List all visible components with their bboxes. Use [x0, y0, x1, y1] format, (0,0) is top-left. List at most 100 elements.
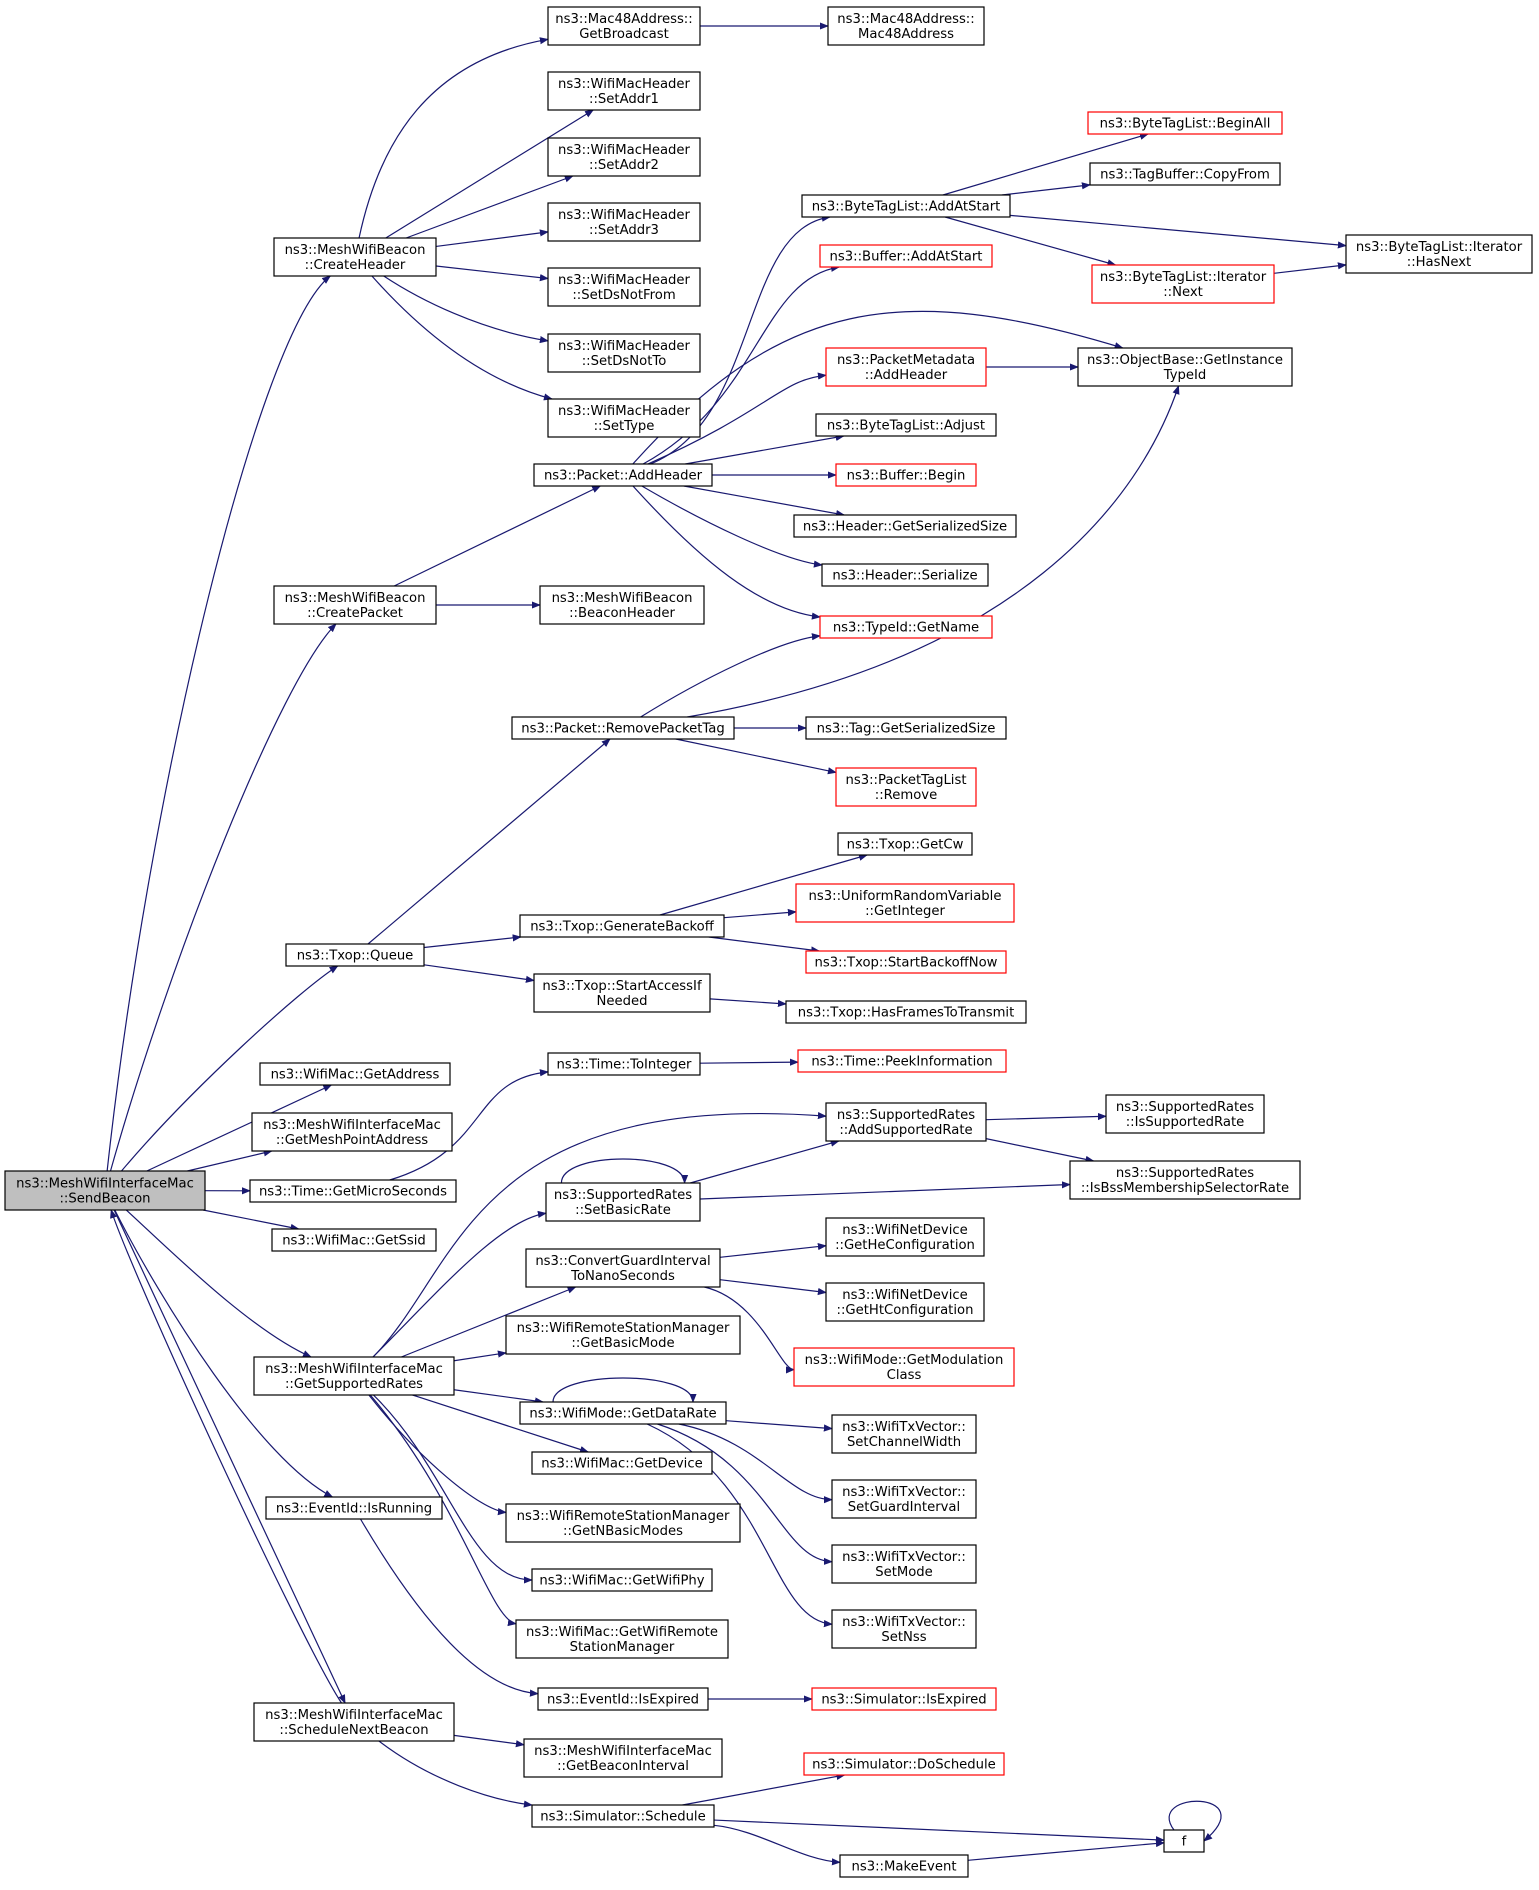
- node-txopGetCw[interactable]: ns3::Txop::GetCw: [837, 832, 973, 856]
- node-box: [505, 1503, 741, 1543]
- edges-layer: [106, 22, 1347, 1866]
- node-label: ns3::Txop::HasFramesToTransmit: [798, 1006, 1015, 1021]
- node-isBssMembershipSelectorRate[interactable]: ns3::SupportedRates::IsBssMembershipSele…: [1069, 1160, 1301, 1200]
- node-generateBackoff[interactable]: ns3::Txop::GenerateBackoff: [519, 914, 725, 938]
- node-setAddr2[interactable]: ns3::WifiMacHeader::SetAddr2: [547, 137, 701, 177]
- node-box: [1105, 1094, 1265, 1134]
- edge-byteTagListAddAtStart-to-byteTagListBeginAll: [942, 132, 1149, 196]
- node-box: [1089, 162, 1281, 186]
- node-headerSerialize[interactable]: ns3::Header::Serialize: [821, 563, 989, 587]
- node-box: [839, 1854, 969, 1878]
- node-getBeaconInterval[interactable]: ns3::MeshWifiInterfaceMac::GetBeaconInte…: [523, 1738, 723, 1778]
- node-byteTagListAddAtStart[interactable]: ns3::ByteTagList::AddAtStart: [801, 194, 1011, 218]
- node-getBroadcast[interactable]: ns3::Mac48Address::GetBroadcast: [547, 6, 701, 46]
- node-setGuardInterval[interactable]: ns3::WifiTxVector::SetGuardInterval: [831, 1479, 977, 1519]
- node-label: ns3::SupportedRates: [554, 1188, 692, 1203]
- node-byteTagListAdjust[interactable]: ns3::ByteTagList::Adjust: [815, 413, 997, 437]
- node-isSupportedRate[interactable]: ns3::SupportedRates::IsSupportedRate: [1105, 1094, 1265, 1134]
- node-uniformGetInteger[interactable]: ns3::UniformRandomVariable::GetInteger: [795, 883, 1015, 923]
- node-iteratorNext[interactable]: ns3::ByteTagList::Iterator::Next: [1091, 264, 1275, 304]
- node-box: [801, 194, 1011, 218]
- node-setAddr3[interactable]: ns3::WifiMacHeader::SetAddr3: [547, 202, 701, 242]
- node-label: ::GetHeConfiguration: [835, 1238, 975, 1253]
- node-tagBufferCopyFrom[interactable]: ns3::TagBuffer::CopyFrom: [1089, 162, 1281, 186]
- node-simulatorDoSchedule[interactable]: ns3::Simulator::DoSchedule: [803, 1752, 1005, 1776]
- node-packetAddHeader[interactable]: ns3::Packet::AddHeader: [533, 463, 713, 487]
- node-removePacketTag[interactable]: ns3::Packet::RemovePacketTag: [511, 716, 735, 740]
- edge-byteTagListAddAtStart-to-iteratorHasNext: [1009, 214, 1347, 249]
- node-getHtConfiguration[interactable]: ns3::WifiNetDevice::GetHtConfiguration: [825, 1282, 985, 1322]
- node-label: ::SetAddr3: [589, 223, 659, 238]
- node-f[interactable]: f: [1163, 1829, 1205, 1853]
- edge-packetAddHeader-to-typeIdGetName: [632, 485, 821, 620]
- node-getWifiRemoteStationManager[interactable]: ns3::WifiMac::GetWifiRemoteStationManage…: [515, 1619, 729, 1659]
- node-box: [811, 1687, 997, 1711]
- node-addSupportedRate[interactable]: ns3::SupportedRates::AddSupportedRate: [825, 1102, 987, 1142]
- node-timePeekInformation[interactable]: ns3::Time::PeekInformation: [797, 1049, 1007, 1073]
- node-wifiMacGetSsid[interactable]: ns3::WifiMac::GetSsid: [271, 1228, 437, 1252]
- node-setChannelWidth[interactable]: ns3::WifiTxVector::SetChannelWidth: [831, 1414, 977, 1454]
- node-setMode[interactable]: ns3::WifiTxVector::SetMode: [831, 1544, 977, 1584]
- node-iteratorHasNext[interactable]: ns3::ByteTagList::Iterator::HasNext: [1345, 234, 1533, 274]
- node-getDataRate[interactable]: ns3::WifiMode::GetDataRate: [519, 1401, 727, 1425]
- node-bufferBegin[interactable]: ns3::Buffer::Begin: [835, 463, 977, 487]
- node-label: SetNss: [881, 1630, 926, 1645]
- node-setAddr1[interactable]: ns3::WifiMacHeader::SetAddr1: [547, 71, 701, 111]
- node-label: ns3::ByteTagList::Iterator: [1100, 270, 1267, 285]
- node-setType[interactable]: ns3::WifiMacHeader::SetType: [547, 398, 701, 438]
- node-createPacket[interactable]: ns3::MeshWifiBeacon::CreatePacket: [273, 585, 437, 625]
- node-root[interactable]: ns3::MeshWifiInterfaceMac::SendBeacon: [4, 1170, 206, 1211]
- node-box: [539, 585, 705, 625]
- node-simulatorSchedule[interactable]: ns3::Simulator::Schedule: [531, 1804, 715, 1828]
- node-headerGetSerializedSize[interactable]: ns3::Header::GetSerializedSize: [793, 514, 1017, 538]
- node-wifiMacGetAddress[interactable]: ns3::WifiMac::GetAddress: [259, 1062, 451, 1086]
- node-getHeConfiguration[interactable]: ns3::WifiNetDevice::GetHeConfiguration: [825, 1217, 985, 1257]
- node-label: ns3::EventId::IsRunning: [276, 1502, 432, 1517]
- node-typeIdGetName[interactable]: ns3::TypeId::GetName: [819, 615, 993, 639]
- node-packetTagListRemove[interactable]: ns3::PacketTagList::Remove: [835, 767, 977, 807]
- edge-scheduleNextBeacon-to-simulatorSchedule: [378, 1740, 533, 1808]
- node-wifiMacGetDevice[interactable]: ns3::WifiMac::GetDevice: [531, 1451, 713, 1475]
- node-startBackoffNow[interactable]: ns3::Txop::StartBackoffNow: [805, 950, 1007, 974]
- node-label: ns3::WifiMacHeader: [558, 77, 691, 92]
- node-getBasicMode[interactable]: ns3::WifiRemoteStationManager::GetBasicM…: [505, 1315, 741, 1355]
- node-tagGetSerializedSize[interactable]: ns3::Tag::GetSerializedSize: [805, 716, 1007, 740]
- node-makeEvent[interactable]: ns3::MakeEvent: [839, 1854, 969, 1878]
- node-packetMetadataAddHeader[interactable]: ns3::PacketMetadata::AddHeader: [825, 347, 987, 387]
- node-label: ns3::WifiMacHeader: [558, 404, 691, 419]
- node-label: Mac48Address: [858, 27, 954, 42]
- node-byteTagListBeginAll[interactable]: ns3::ByteTagList::BeginAll: [1087, 111, 1283, 135]
- edge-f-to-f: [1168, 1800, 1222, 1842]
- node-mac48Address[interactable]: ns3::Mac48Address::Mac48Address: [827, 6, 985, 46]
- node-setDsNotFrom[interactable]: ns3::WifiMacHeader::SetDsNotFrom: [547, 267, 701, 307]
- node-beaconHeader[interactable]: ns3::MeshWifiBeacon::BeaconHeader: [539, 585, 705, 625]
- node-label: ns3::Mac48Address::: [837, 12, 974, 27]
- node-createHeader[interactable]: ns3::MeshWifiBeacon::CreateHeader: [273, 237, 437, 277]
- node-getWifiPhy[interactable]: ns3::WifiMac::GetWifiPhy: [531, 1568, 713, 1592]
- node-timeGetMicroSeconds[interactable]: ns3::Time::GetMicroSeconds: [249, 1179, 457, 1203]
- node-getMeshPointAddress[interactable]: ns3::MeshWifiInterfaceMac::GetMeshPointA…: [251, 1112, 453, 1152]
- node-box: [805, 950, 1007, 974]
- edge-generateBackoff-to-txopGetCw: [659, 853, 868, 916]
- node-simulatorIsExpired[interactable]: ns3::Simulator::IsExpired: [811, 1687, 997, 1711]
- node-box: [547, 398, 701, 438]
- node-setBasicRate[interactable]: ns3::SupportedRates::SetBasicRate: [545, 1182, 701, 1222]
- node-getNBasicModes[interactable]: ns3::WifiRemoteStationManager::GetNBasic…: [505, 1503, 741, 1543]
- node-box: [519, 1401, 727, 1425]
- node-eventIdIsRunning[interactable]: ns3::EventId::IsRunning: [265, 1496, 443, 1520]
- node-bufferAddAtStart[interactable]: ns3::Buffer::AddAtStart: [819, 244, 993, 268]
- node-setNss[interactable]: ns3::WifiTxVector::SetNss: [831, 1609, 977, 1649]
- node-scheduleNextBeacon[interactable]: ns3::MeshWifiInterfaceMac::ScheduleNextB…: [253, 1702, 455, 1742]
- node-setDsNotTo[interactable]: ns3::WifiMacHeader::SetDsNotTo: [547, 333, 701, 373]
- node-hasFramesToTransmit[interactable]: ns3::Txop::HasFramesToTransmit: [785, 1000, 1027, 1024]
- node-label: ns3::WifiMac::GetSsid: [282, 1234, 426, 1249]
- node-box: [797, 1049, 1007, 1073]
- node-timeToInteger[interactable]: ns3::Time::ToInteger: [547, 1052, 701, 1076]
- node-getSupportedRates[interactable]: ns3::MeshWifiInterfaceMac::GetSupportedR…: [253, 1356, 455, 1396]
- node-eventIdIsExpired[interactable]: ns3::EventId::IsExpired: [537, 1687, 709, 1711]
- node-txopQueue[interactable]: ns3::Txop::Queue: [285, 943, 425, 967]
